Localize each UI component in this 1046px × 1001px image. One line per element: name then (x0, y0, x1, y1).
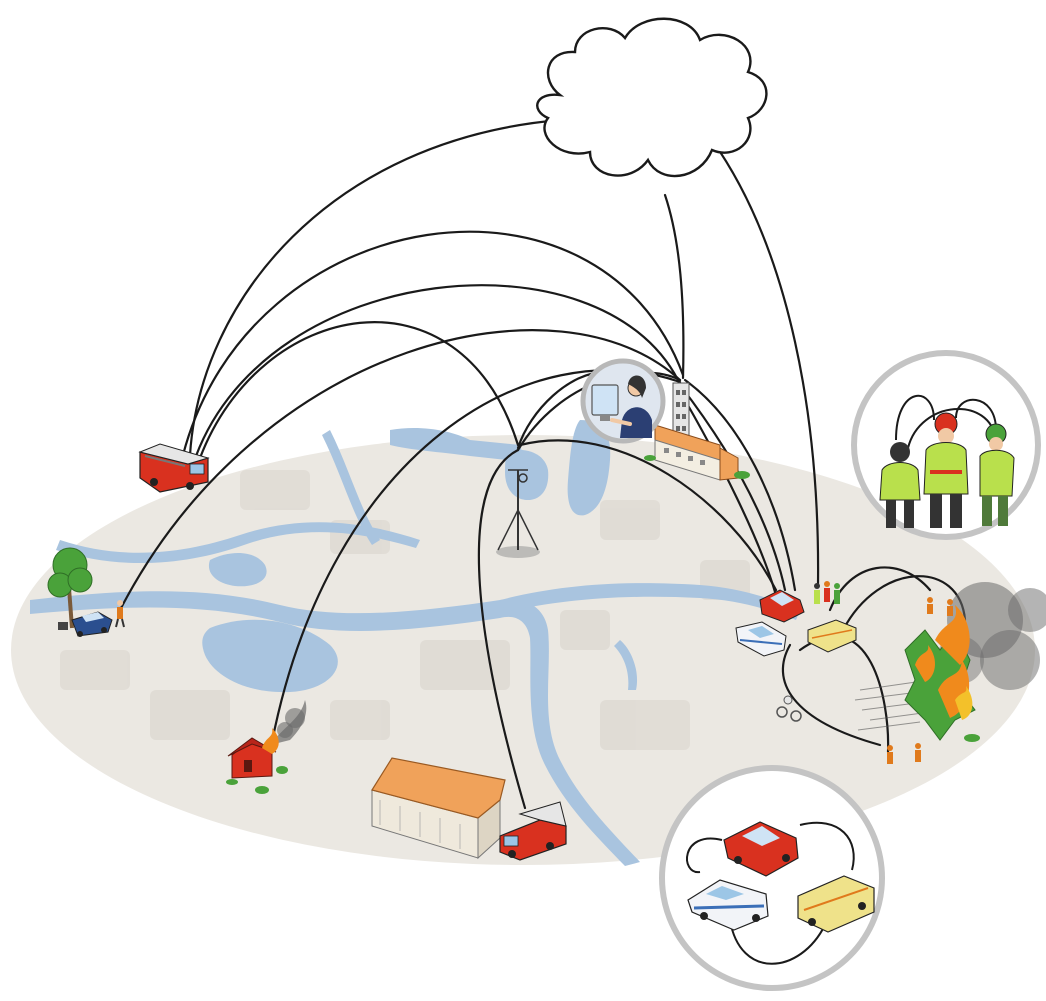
link-control-to-vehicles (676, 386, 777, 594)
link-firetruck-nw-to-control-2 (194, 284, 680, 458)
firefighter-icon (887, 597, 953, 764)
link-cloud-to-firetruck-nw (188, 118, 562, 457)
link-firetruck-nw-to-control (181, 230, 685, 457)
link-accident-to-control (118, 329, 682, 612)
link-cloud-to-control-center (663, 193, 685, 380)
burning-house-icon (226, 700, 307, 794)
bystander-icon (115, 600, 125, 628)
antenna-tower-icon (496, 469, 540, 558)
water-bodies (30, 420, 800, 866)
cloud-icon (536, 17, 768, 178)
link-firetruck-nw-to-tower (198, 321, 520, 460)
link-firetruck-south-to-tower (477, 448, 527, 810)
link-tower-to-vehicles (518, 439, 778, 592)
emergency-vehicles-icon (735, 589, 857, 722)
city-blocks (60, 470, 750, 750)
link-vehicles-to-crew (781, 643, 882, 747)
dispatcher-operator-icon (580, 358, 666, 444)
forest-fire-icon (854, 582, 1046, 742)
link-control-to-incident (683, 378, 797, 592)
vehicles-callout-icon (659, 765, 885, 991)
fire-truck-icon (499, 801, 567, 861)
link-control-to-incident-2 (678, 383, 787, 592)
car-accident-icon (47, 547, 125, 637)
link-cloud-to-incident (710, 138, 820, 587)
responders-callout-icon (851, 350, 1041, 540)
fire-truck-icon (138, 443, 210, 493)
firefighter-team-icon (814, 581, 840, 604)
control-center-building-icon (644, 382, 750, 481)
